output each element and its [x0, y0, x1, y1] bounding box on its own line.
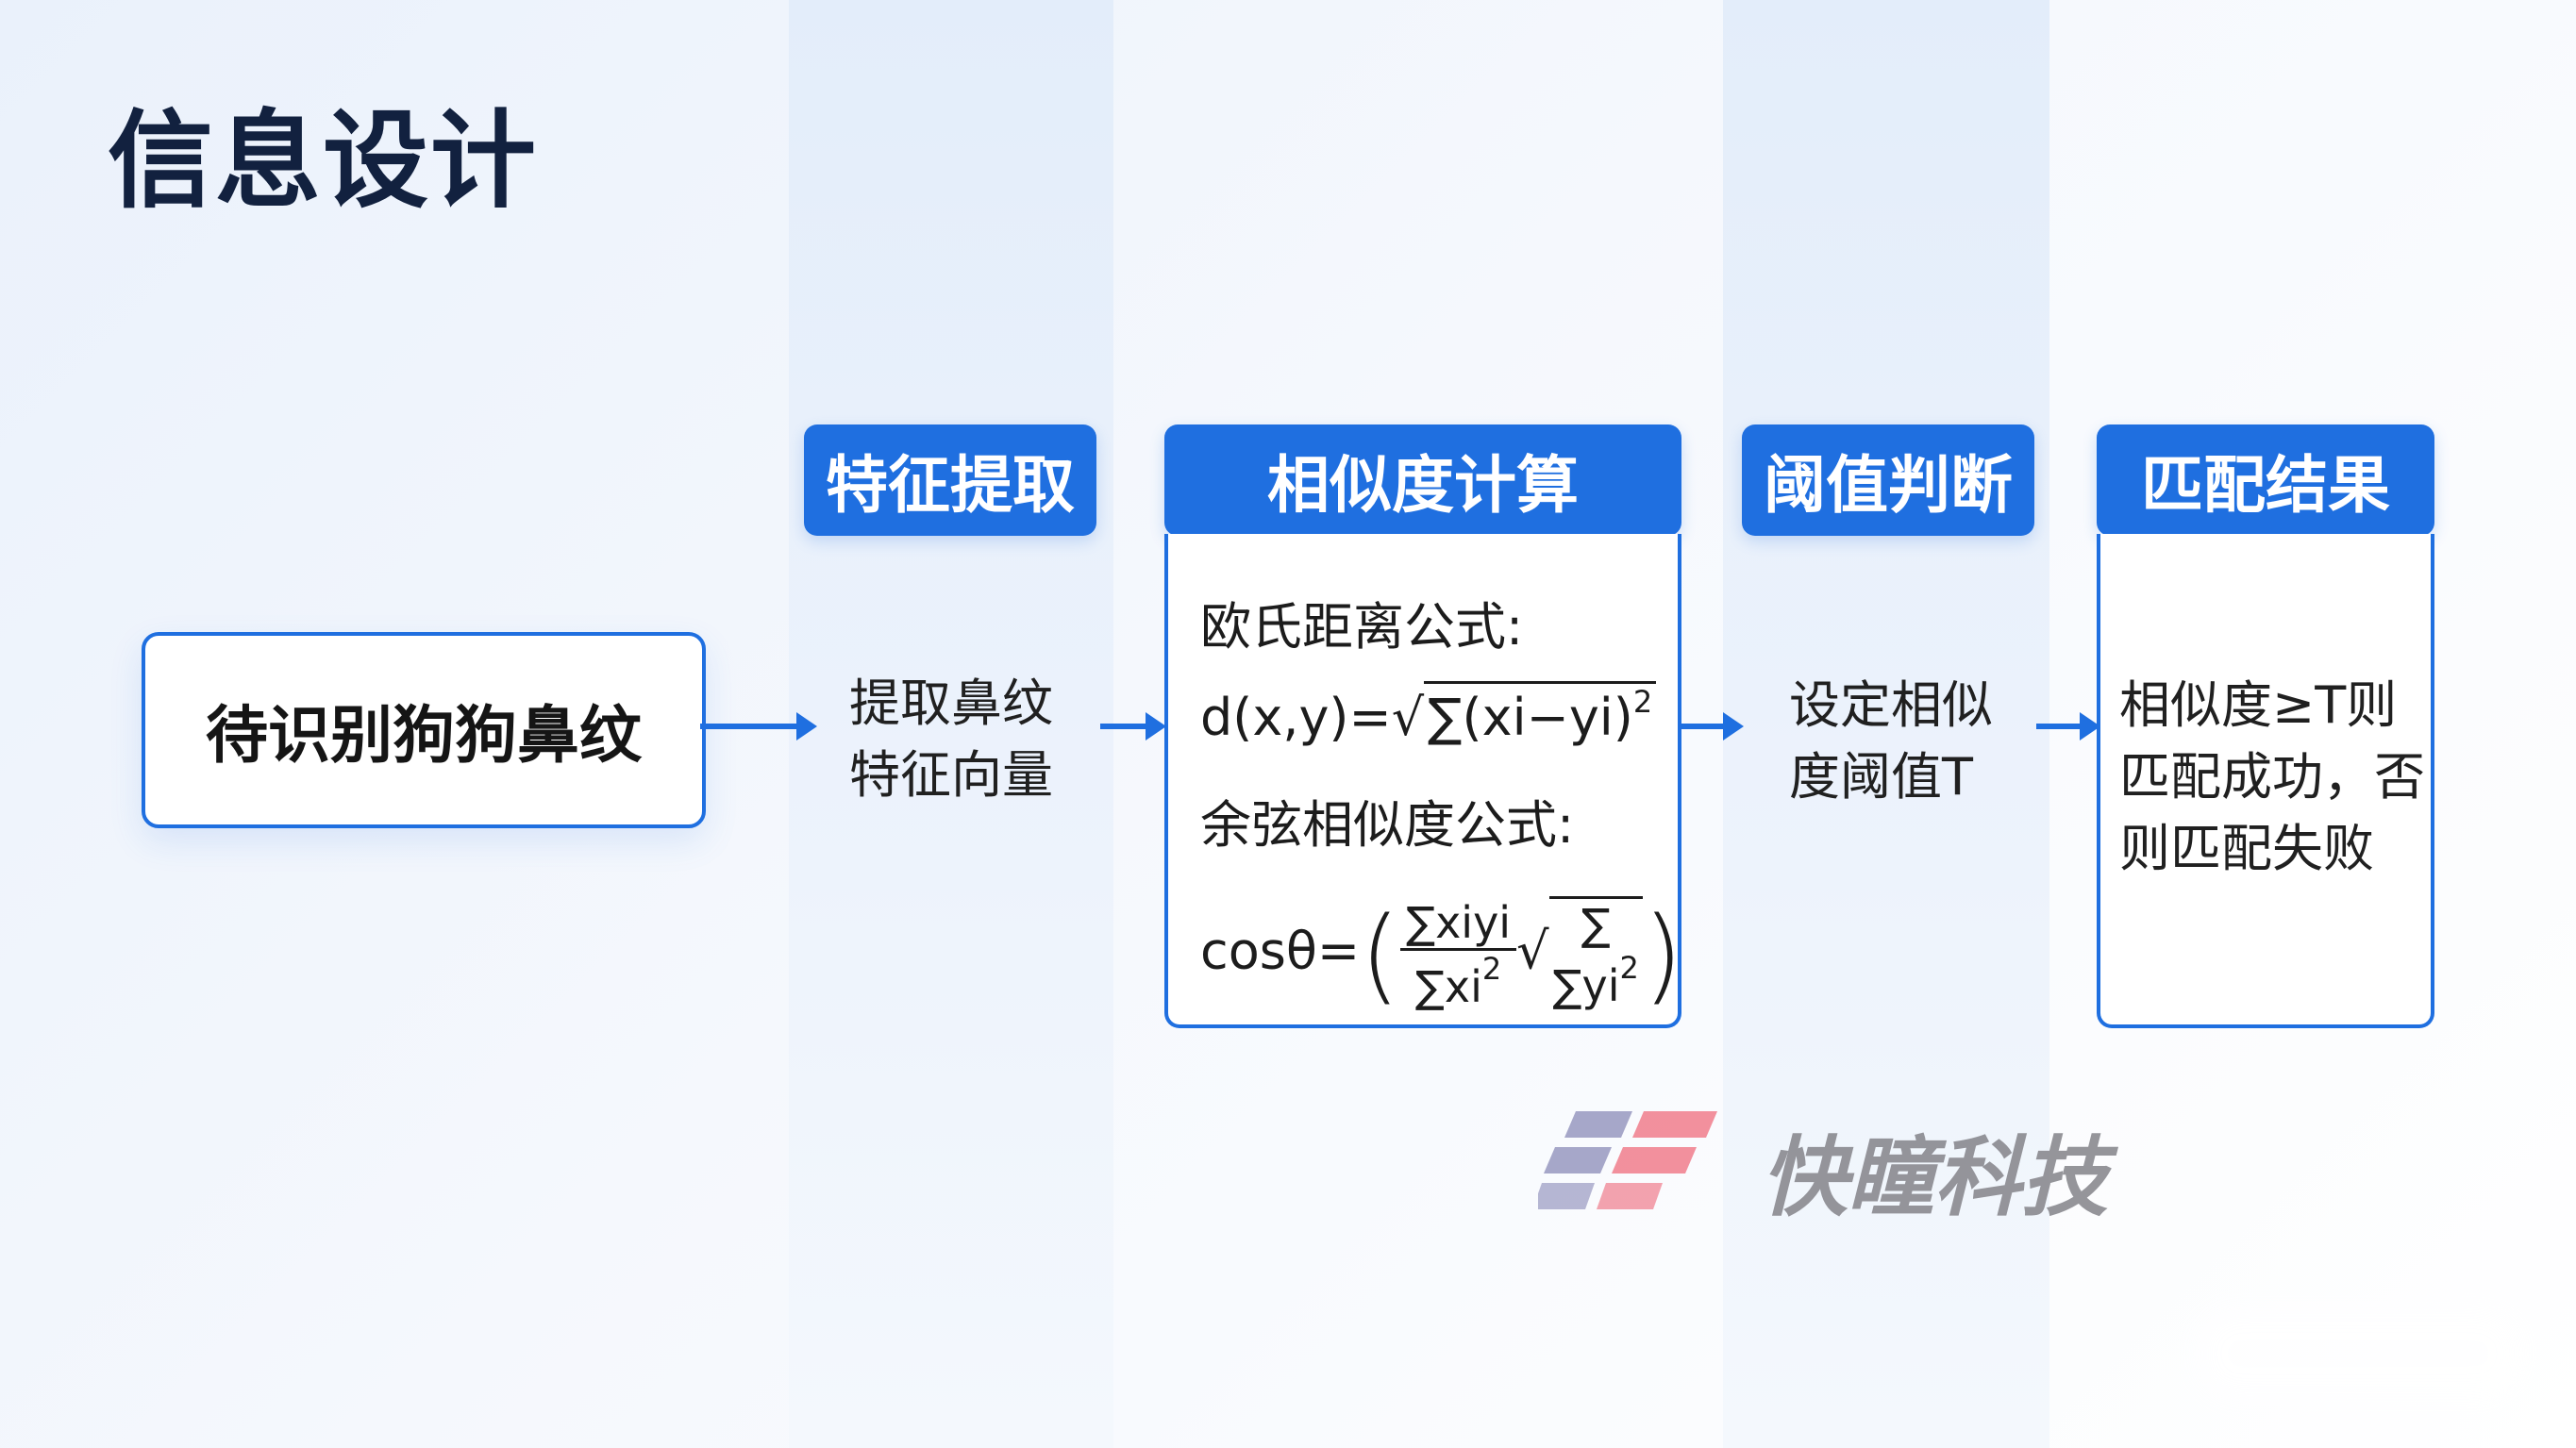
exponent: 2	[1619, 949, 1639, 986]
similarity-panel	[1164, 534, 1681, 1028]
column-band	[1723, 0, 2049, 1448]
step-text-threshold: 设定相似 度阈值T	[1789, 675, 1993, 807]
radical-sign: √	[1391, 688, 1425, 747]
radicand: ∑(xi−yi)2	[1424, 681, 1657, 747]
radicand: ∑∑yi2	[1548, 895, 1643, 1011]
denominator: ∑xi2	[1415, 951, 1501, 1012]
step-text-result: 相似度≥T则匹配成功，否则匹配失败	[2119, 675, 2425, 878]
numerator: ∑	[1581, 898, 1611, 950]
watermark-text: 快瞳科技	[1761, 1127, 2109, 1228]
flow-arrow	[1100, 712, 1166, 741]
flow-arrow	[700, 712, 817, 741]
input-node: 待识别狗狗鼻纹	[142, 632, 706, 828]
numerator: ∑xiyi	[1400, 897, 1517, 951]
step-header-similarity: 相似度计算	[1164, 424, 1681, 536]
formula-body: ∑(xi−yi)	[1428, 688, 1633, 747]
column-band	[789, 0, 1113, 1448]
exponent: 2	[1481, 951, 1502, 987]
fraction: ∑∑yi2	[1553, 899, 1639, 1011]
flow-arrow	[1678, 712, 1744, 741]
euclid-label: 欧氏距离公式:	[1200, 597, 1524, 657]
left-paren: (	[1360, 894, 1401, 1015]
result-panel	[2097, 534, 2434, 1028]
blur-spot	[2199, 1311, 2519, 1396]
fraction: ∑xiyi∑xi2	[1400, 897, 1517, 1012]
formula-lhs: d(x,y)=	[1200, 688, 1392, 747]
watermark: 快瞳科技	[1538, 1107, 2123, 1228]
input-node-label: 待识别狗狗鼻纹	[206, 699, 642, 772]
step-header-threshold: 阈值判断	[1742, 424, 2034, 536]
denominator: ∑yi2	[1553, 950, 1639, 1011]
step-header-feature-extraction: 特征提取	[804, 424, 1096, 536]
cosine-formula: cosθ=(∑xiyi∑xi2√∑∑yi2)	[1200, 894, 1683, 1015]
formula-lhs: cosθ=	[1200, 921, 1361, 981]
exponent: 2	[1632, 684, 1653, 720]
brand-logo-icon	[1538, 1111, 1717, 1209]
radical-sign: √	[1516, 921, 1549, 981]
euclid-formula: d(x,y)=√∑(xi−yi)2	[1200, 681, 1657, 747]
cosine-label: 余弦相似度公式:	[1200, 795, 1575, 855]
step-text-feature-extraction: 提取鼻纹 特征向量	[849, 674, 1053, 805]
step-header-result: 匹配结果	[2097, 424, 2434, 536]
flow-arrow	[2036, 712, 2100, 741]
page-title: 信息设计	[108, 100, 538, 223]
denominator-text: ∑yi	[1552, 959, 1620, 1011]
denominator-text: ∑xi	[1414, 961, 1482, 1012]
right-paren: )	[1642, 894, 1683, 1015]
